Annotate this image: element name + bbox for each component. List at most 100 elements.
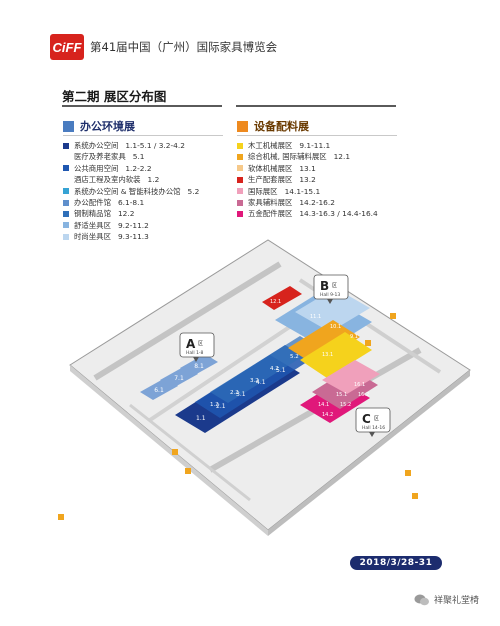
legend-name: 酒店工程及室内软装 bbox=[74, 175, 141, 185]
venue-site-edge-left bbox=[70, 365, 268, 536]
legend-halls: 6.1-8.1 bbox=[117, 197, 145, 207]
wechat-icon bbox=[414, 594, 429, 605]
office-section-heading: 办公环境展 bbox=[63, 118, 135, 134]
legend-halls: 13.1 bbox=[299, 163, 316, 173]
zone-a-pointer bbox=[193, 357, 199, 362]
entrance-marker bbox=[185, 468, 191, 474]
entrance-marker bbox=[365, 340, 371, 346]
hall-label: 2.1 bbox=[216, 403, 226, 410]
legend-row: 公共商用空间 1.2-2.2 bbox=[63, 163, 199, 174]
zone-c-suffix: 区 bbox=[374, 416, 379, 422]
legend-row: 软体机械展区 13.1 bbox=[237, 163, 378, 174]
hall-label: 3.2 bbox=[250, 378, 259, 384]
hall-block bbox=[262, 286, 302, 310]
legend-halls: 14.2-16.2 bbox=[299, 197, 335, 207]
zone-a-suffix: 区 bbox=[198, 341, 203, 347]
zone-c-marker: C 区 Hall 14-16 bbox=[355, 407, 391, 437]
entrance-marker bbox=[58, 514, 64, 520]
ciff-logo: CiFF bbox=[50, 34, 84, 60]
venue-map: 6.1 7.1 8.1 1.1 2.1 3.1 4.1 5.1 1.2 2.2 … bbox=[0, 230, 500, 550]
legend-halls: 12.2 bbox=[117, 209, 135, 219]
legend-halls: 9.2-11.2 bbox=[117, 220, 149, 230]
legend-halls: 5.2 bbox=[187, 186, 200, 196]
hall-label: 13.1 bbox=[322, 352, 333, 358]
legend-row: 办公配件馆 6.1-8.1 bbox=[63, 197, 199, 208]
legend-swatch bbox=[63, 154, 69, 160]
entrance-marker bbox=[405, 470, 411, 476]
hall-label: 14.2 bbox=[322, 412, 333, 418]
legend-halls: 1.2 bbox=[147, 175, 160, 185]
fittings-section-title: 设备配料展 bbox=[254, 120, 309, 133]
legend-row: 五金配件展区 14.3-16.3 / 14.4-16.4 bbox=[237, 208, 378, 219]
hall-label: 15.2 bbox=[340, 402, 351, 408]
legend-swatch bbox=[63, 211, 69, 218]
hall-label: 11.1 bbox=[310, 314, 321, 320]
legend-halls: 9.1-11.1 bbox=[299, 141, 331, 150]
legend-halls: 12.1 bbox=[333, 152, 351, 162]
hall-label: 2.2 bbox=[230, 390, 239, 396]
office-section-title: 办公环境展 bbox=[80, 120, 135, 133]
zone-c-hall: Hall 14-16 bbox=[362, 425, 385, 431]
zone-a-marker: A 区 Hall 1-8 bbox=[179, 332, 215, 362]
hall-label: 1.2 bbox=[210, 402, 219, 408]
zone-b-pointer bbox=[327, 299, 333, 304]
zone-c-pointer bbox=[369, 432, 375, 437]
office-section-divider bbox=[63, 135, 223, 136]
hall-label: 10.1 bbox=[330, 324, 341, 330]
venue-map-svg: 6.1 7.1 8.1 1.1 2.1 3.1 4.1 5.1 1.2 2.2 … bbox=[58, 239, 471, 536]
legend-swatch bbox=[237, 165, 243, 172]
zone-c-halls: 14.1 15.1 16.1 14.2 15.2 16.2 bbox=[300, 360, 380, 423]
title-divider-left bbox=[62, 105, 222, 107]
office-section-marker bbox=[63, 120, 74, 132]
legend-halls: 1.1-5.1 / 3.2-4.2 bbox=[125, 141, 185, 150]
legend-halls: 13.2 bbox=[299, 175, 316, 185]
hall-block bbox=[180, 354, 218, 376]
hall-label: 7.1 bbox=[174, 375, 184, 382]
logo-text: CiFF bbox=[53, 40, 83, 55]
hall-label: 8.1 bbox=[194, 363, 204, 370]
zone-b-marker: B 区 Hall 9-13 bbox=[313, 274, 349, 304]
page-title: 第二期 展区分布图 bbox=[62, 89, 167, 104]
legend-swatch bbox=[63, 165, 69, 172]
legend-name: 公共商用空间 bbox=[74, 163, 119, 173]
legend-row: 生产配套展区 13.2 bbox=[237, 174, 378, 185]
legend-halls: 1.2-2.2 bbox=[125, 163, 152, 173]
legend-name: 生产配套展区 bbox=[248, 175, 293, 185]
hall-label: 4.1 bbox=[256, 379, 266, 386]
legend-swatch bbox=[63, 188, 69, 195]
hall-block bbox=[322, 360, 380, 394]
hall-label: 16.1 bbox=[354, 382, 365, 388]
zone-b-halls: 12.1 11.1 10.1 9.1 13.1 bbox=[262, 286, 372, 378]
legend-name: 软体机械展区 bbox=[248, 163, 293, 173]
legend-name: 系统办公空间 bbox=[74, 141, 119, 150]
hall-label: 12.1 bbox=[270, 299, 281, 305]
road bbox=[129, 403, 251, 502]
legend-name: 国际展区 bbox=[248, 186, 278, 196]
zone-a-annex-halls: 6.1 7.1 8.1 bbox=[140, 354, 218, 400]
legend-swatch bbox=[237, 188, 243, 195]
legend-name: 时尚坐具区 bbox=[74, 232, 111, 242]
legend-halls: 14.3-16.3 / 14.4-16.4 bbox=[299, 209, 378, 219]
legend-row: 钢制精品馆 12.2 bbox=[63, 208, 199, 219]
fittings-section-divider bbox=[237, 135, 397, 136]
hall-label: 16.2 bbox=[358, 392, 369, 398]
zone-a-letter: A bbox=[186, 337, 196, 351]
fittings-section-marker bbox=[237, 120, 248, 132]
zone-b-letter: B bbox=[320, 279, 329, 293]
zone-c-letter: C bbox=[362, 412, 371, 426]
event-title: 第41届中国（广州）国际家具博览会 bbox=[90, 40, 278, 54]
entrance-marker bbox=[412, 493, 418, 499]
legend-swatch bbox=[63, 222, 69, 229]
legend-name: 五金配件展区 bbox=[248, 209, 293, 219]
legend-name: 家具辅料展区 bbox=[248, 197, 293, 207]
legend-name: 办公配件馆 bbox=[74, 197, 111, 207]
legend-swatch bbox=[237, 154, 243, 161]
hall-block bbox=[295, 288, 370, 332]
watermark-text: 祥聚礼堂椅 bbox=[434, 596, 480, 606]
legend-name: 钢制精品馆 bbox=[74, 209, 111, 219]
